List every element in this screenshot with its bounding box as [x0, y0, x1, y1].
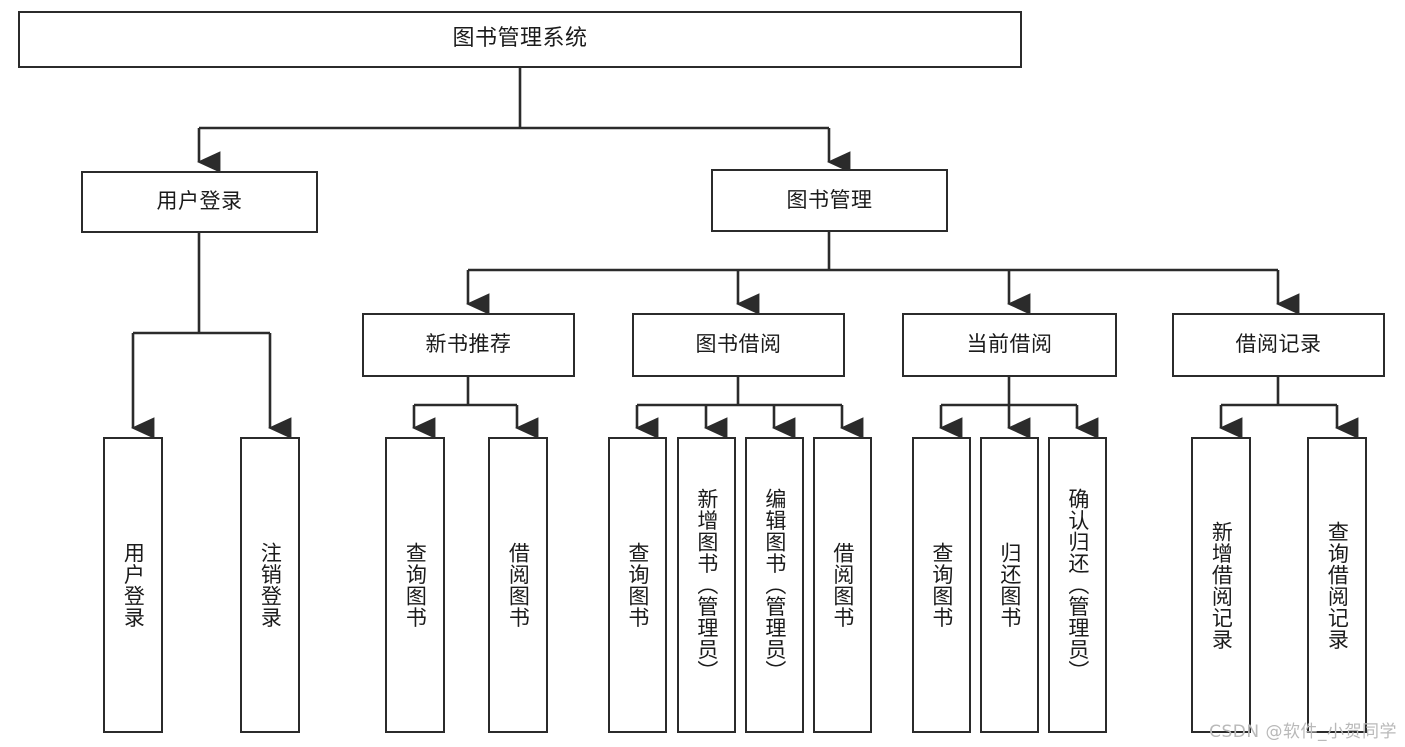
leaf-add-book-admin[interactable]: 新增图书（管理员）	[677, 437, 736, 733]
node-user-login[interactable]: 用户登录	[81, 171, 318, 233]
leaf-label: 查询图书	[625, 542, 650, 628]
leaf-label: 查询借阅记录	[1325, 520, 1350, 650]
leaf-label: 用户登录	[121, 542, 146, 628]
leaf-query-book-borrowing[interactable]: 查询图书	[608, 437, 667, 733]
node-book-management[interactable]: 图书管理	[711, 169, 948, 232]
leaf-label: 确认归还（管理员）	[1065, 488, 1090, 682]
leaf-label: 借阅图书	[506, 542, 531, 628]
leaf-query-book-recommendation[interactable]: 查询图书	[385, 437, 445, 733]
leaf-query-borrowing-record[interactable]: 查询借阅记录	[1307, 437, 1367, 733]
leaf-label: 新增图书（管理员）	[694, 488, 719, 682]
leaf-borrow-book-borrowing[interactable]: 借阅图书	[813, 437, 872, 733]
leaf-query-book-current[interactable]: 查询图书	[912, 437, 971, 733]
leaf-user-logout[interactable]: 注销登录	[240, 437, 300, 733]
leaf-label: 借阅图书	[830, 542, 855, 628]
leaf-label: 注销登录	[258, 542, 283, 628]
leaf-add-borrowing-record[interactable]: 新增借阅记录	[1191, 437, 1251, 733]
leaf-label: 查询图书	[929, 542, 954, 628]
node-current-borrowing[interactable]: 当前借阅	[902, 313, 1117, 377]
csdn-watermark: CSDN @软件_小贺同学	[1209, 722, 1397, 742]
leaf-confirm-return-admin[interactable]: 确认归还（管理员）	[1048, 437, 1107, 733]
leaf-return-book[interactable]: 归还图书	[980, 437, 1039, 733]
leaf-label: 查询图书	[403, 542, 428, 628]
leaf-user-login[interactable]: 用户登录	[103, 437, 163, 733]
leaf-label: 新增借阅记录	[1209, 520, 1234, 650]
leaf-label: 编辑图书（管理员）	[762, 488, 787, 682]
leaf-edit-book-admin[interactable]: 编辑图书（管理员）	[745, 437, 804, 733]
node-borrowing-record[interactable]: 借阅记录	[1172, 313, 1385, 377]
node-root-system[interactable]: 图书管理系统	[18, 11, 1022, 68]
node-book-borrowing[interactable]: 图书借阅	[632, 313, 845, 377]
node-new-book-recommendation[interactable]: 新书推荐	[362, 313, 575, 377]
leaf-label: 归还图书	[997, 542, 1022, 628]
leaf-borrow-book-recommendation[interactable]: 借阅图书	[488, 437, 548, 733]
